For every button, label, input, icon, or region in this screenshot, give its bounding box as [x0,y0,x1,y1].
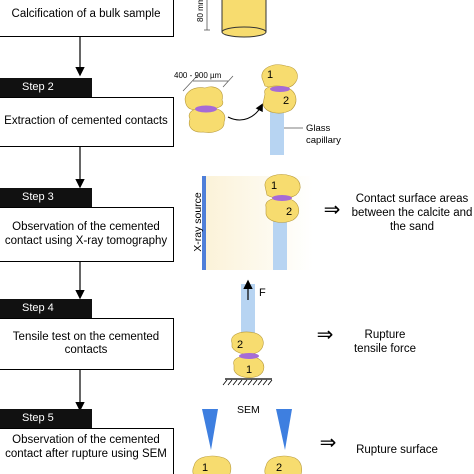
outcome-1-text: Contact surface areas between the calcit… [351,193,473,233]
size-range-label: 400 - 900 µm [174,71,222,80]
glass-capillary-label-1: Glass [306,123,331,134]
outcome-2-arrow: ⇒ [316,324,334,346]
sem-beam-right [276,409,292,450]
step-4-box: Tensile test on the cemented contacts [0,318,174,370]
step-5-label: Step 5 [0,409,92,428]
step-4-label: Step 4 [0,299,92,318]
step-2-box: Extraction of cemented contacts [0,97,174,147]
step-3-box: Observation of the cemented contact usin… [0,207,174,262]
grain-1-label-step4: 1 [246,364,252,376]
outcome-1-arrow: ⇒ [323,199,341,221]
grain-2-label-step5: 2 [276,462,282,474]
step-4-text: Tensile test on the cemented contacts [12,330,160,357]
height-label: 80 mm [196,0,205,22]
sample-cylinder [204,0,267,38]
mounted-contact-step3 [264,174,301,270]
ruptured-grains [192,455,302,474]
sem-label: SEM [237,404,260,416]
xray-source-bar [202,176,206,270]
step-3-label: Step 3 [0,188,92,207]
sem-beam-left [202,409,218,450]
outcome-2-text: Rupture tensile force [353,329,416,355]
mounted-contact-step2 [261,64,303,155]
step-2-text: Extraction of cemented contacts [4,115,168,128]
step-1-box: Calcification of a bulk sample [0,0,174,37]
grain-1-label-step3: 1 [271,180,277,192]
xray-source-label: X-ray source [192,192,204,252]
step-5-box: Observation of the cemented contact afte… [0,428,174,474]
outcome-3-text: Rupture surface [356,444,438,456]
extracted-contact [182,75,263,133]
grain-1-label-step2: 1 [267,69,273,81]
force-label: F [259,287,266,299]
step-5-text: Observation of the cemented contact afte… [5,434,167,460]
grain-2-label-step2: 2 [283,95,289,107]
step-1-text: Calcification of a bulk sample [11,7,161,20]
grain-2-label-step4: 2 [237,339,243,351]
glass-capillary-label-2: capillary [306,135,341,146]
step-2-label: Step 2 [0,78,92,97]
grain-1-label-step5: 1 [202,462,208,474]
step-3-text: Observation of the cemented contact usin… [4,221,168,247]
outcome-3-arrow: ⇒ [319,432,337,454]
grain-2-label-step3: 2 [286,206,292,218]
tensile-test [222,279,273,386]
